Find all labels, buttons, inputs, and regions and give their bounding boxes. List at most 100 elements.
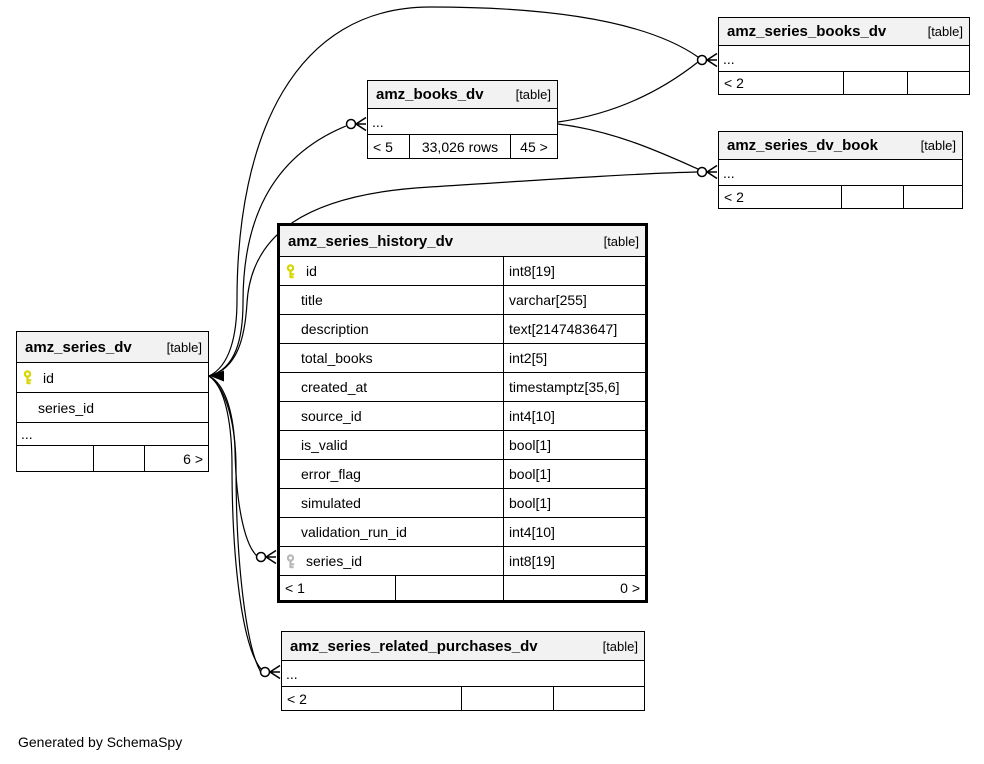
table-name-link[interactable]: amz_series_dv: [25, 338, 132, 356]
column-name-cell: id: [17, 363, 208, 392]
relationship-count-cell: 45 >: [510, 135, 557, 158]
relationship-count-cell: [461, 687, 553, 710]
table-tag: [table]: [603, 233, 639, 249]
relationship-count-cell: [843, 72, 907, 94]
column-name-cell: is_valid: [280, 431, 503, 459]
relationship-count-row: 6 >: [17, 445, 208, 471]
table-header: amz_series_books_dv[table]: [719, 18, 969, 45]
relationship-count-cell: < 2: [287, 690, 307, 707]
foreign-key-icon: [285, 553, 306, 569]
relationship-count-cell: [841, 186, 903, 208]
relationship-count-cell: 6 >: [144, 446, 208, 471]
column-name: id: [43, 369, 54, 386]
relationship-count-row: < 2: [719, 185, 962, 208]
column-name: error_flag: [301, 466, 361, 482]
primary-key-icon: [285, 263, 306, 279]
column-row: series_id: [17, 392, 208, 422]
zero-or-many-dot: [347, 120, 356, 129]
column-name-cell: total_books: [280, 344, 503, 372]
column-row: id int8[19]: [280, 256, 645, 285]
column-name-cell: id: [280, 257, 503, 285]
relationship-count-row: < 2: [282, 686, 644, 710]
relationship-count-cell: [553, 687, 644, 710]
table-name-link[interactable]: amz_series_dv_book: [727, 137, 878, 154]
relationship-count-row: < 1 0 >: [280, 575, 645, 600]
column-name-cell: error_flag: [280, 460, 503, 488]
column-name: id: [306, 263, 317, 279]
table-node-amz_series_dv_book: amz_series_dv_book[table]... < 2: [718, 131, 963, 209]
ellipsis-label: ...: [723, 164, 735, 181]
table-node-amz_series_dv: amz_series_dv [table] id series_id... 6 >: [16, 331, 209, 472]
hidden-columns-row: ...: [719, 45, 969, 71]
relationship-count-cell: [907, 72, 969, 94]
zero-or-many-dot: [698, 56, 707, 65]
relationship-line: [209, 172, 698, 376]
ellipsis-label: ...: [21, 426, 33, 442]
relationship-count-cell: [903, 186, 962, 208]
column-type: int2[5]: [503, 344, 645, 372]
column-type: int8[19]: [503, 547, 645, 575]
crows-foot-icon: [707, 54, 717, 67]
column-row: id: [17, 362, 208, 392]
relationship-line: [558, 62, 698, 122]
table-name-link[interactable]: amz_series_history_dv: [288, 232, 454, 250]
relationship-line: [209, 126, 346, 376]
column-row: total_books int2[5]: [280, 343, 645, 372]
zero-or-many-dot: [698, 168, 707, 177]
relationship-count-cell: < 1: [285, 580, 305, 596]
table-name-link[interactable]: amz_series_related_purchases_dv: [290, 637, 538, 655]
table-header: amz_series_related_purchases_dv[table]: [282, 632, 644, 660]
table-header: amz_books_dv[table]: [368, 81, 557, 108]
relationship-count-cell: 0 >: [503, 576, 645, 600]
relationship-count-cell: [17, 446, 93, 471]
hidden-columns-row: ...: [17, 422, 208, 445]
column-name-cell: validation_run_id: [280, 518, 503, 546]
column-type: text[2147483647]: [503, 315, 645, 343]
column-name: description: [301, 321, 369, 337]
relationship-count-cell: < 2: [724, 189, 744, 205]
crows-foot-icon: [266, 551, 276, 564]
column-name-cell: simulated: [280, 489, 503, 517]
primary-key-icon: [22, 370, 43, 385]
crows-foot-icon: [270, 666, 280, 679]
crows-foot-icon: [707, 166, 717, 179]
table-header: amz_series_dv_book[table]: [719, 132, 962, 159]
table-node-amz_series_related_purchases_dv: amz_series_related_purchases_dv[table]..…: [281, 631, 645, 711]
column-row: simulated bool[1]: [280, 488, 645, 517]
column-name: validation_run_id: [301, 524, 407, 540]
column-name: source_id: [301, 408, 362, 424]
table-header: amz_series_dv [table]: [17, 332, 208, 362]
column-name: is_valid: [301, 437, 348, 453]
relationship-count-cell: [395, 576, 503, 600]
column-type: int4[10]: [503, 402, 645, 430]
column-name: simulated: [301, 495, 361, 511]
column-row: description text[2147483647]: [280, 314, 645, 343]
column-type: bool[1]: [503, 431, 645, 459]
column-name-cell: source_id: [280, 402, 503, 430]
column-name-cell: description: [280, 315, 503, 343]
relationship-count-cell: < 2: [724, 75, 744, 91]
column-name-cell: series_id: [17, 393, 208, 422]
relationship-line: [209, 376, 261, 669]
relationship-line: [558, 124, 698, 169]
column-row: is_valid bool[1]: [280, 430, 645, 459]
column-type: timestamptz[35,6]: [503, 373, 645, 401]
column-name: total_books: [301, 350, 373, 366]
table-name-link[interactable]: amz_series_books_dv: [727, 23, 887, 40]
relationship-count-cell: [93, 446, 144, 471]
table-name-link[interactable]: amz_books_dv: [376, 86, 484, 103]
column-type: int8[19]: [503, 257, 645, 285]
ellipsis-label: ...: [723, 50, 735, 67]
hidden-columns-row: ...: [719, 159, 962, 185]
crows-foot-icon: [356, 118, 366, 131]
column-type: bool[1]: [503, 489, 645, 517]
relationship-count-row: < 2: [719, 71, 969, 94]
table-tag: [table]: [166, 339, 202, 355]
relationship-count-cell: 33,026 rows: [409, 135, 510, 158]
ellipsis-label: ...: [372, 113, 384, 130]
